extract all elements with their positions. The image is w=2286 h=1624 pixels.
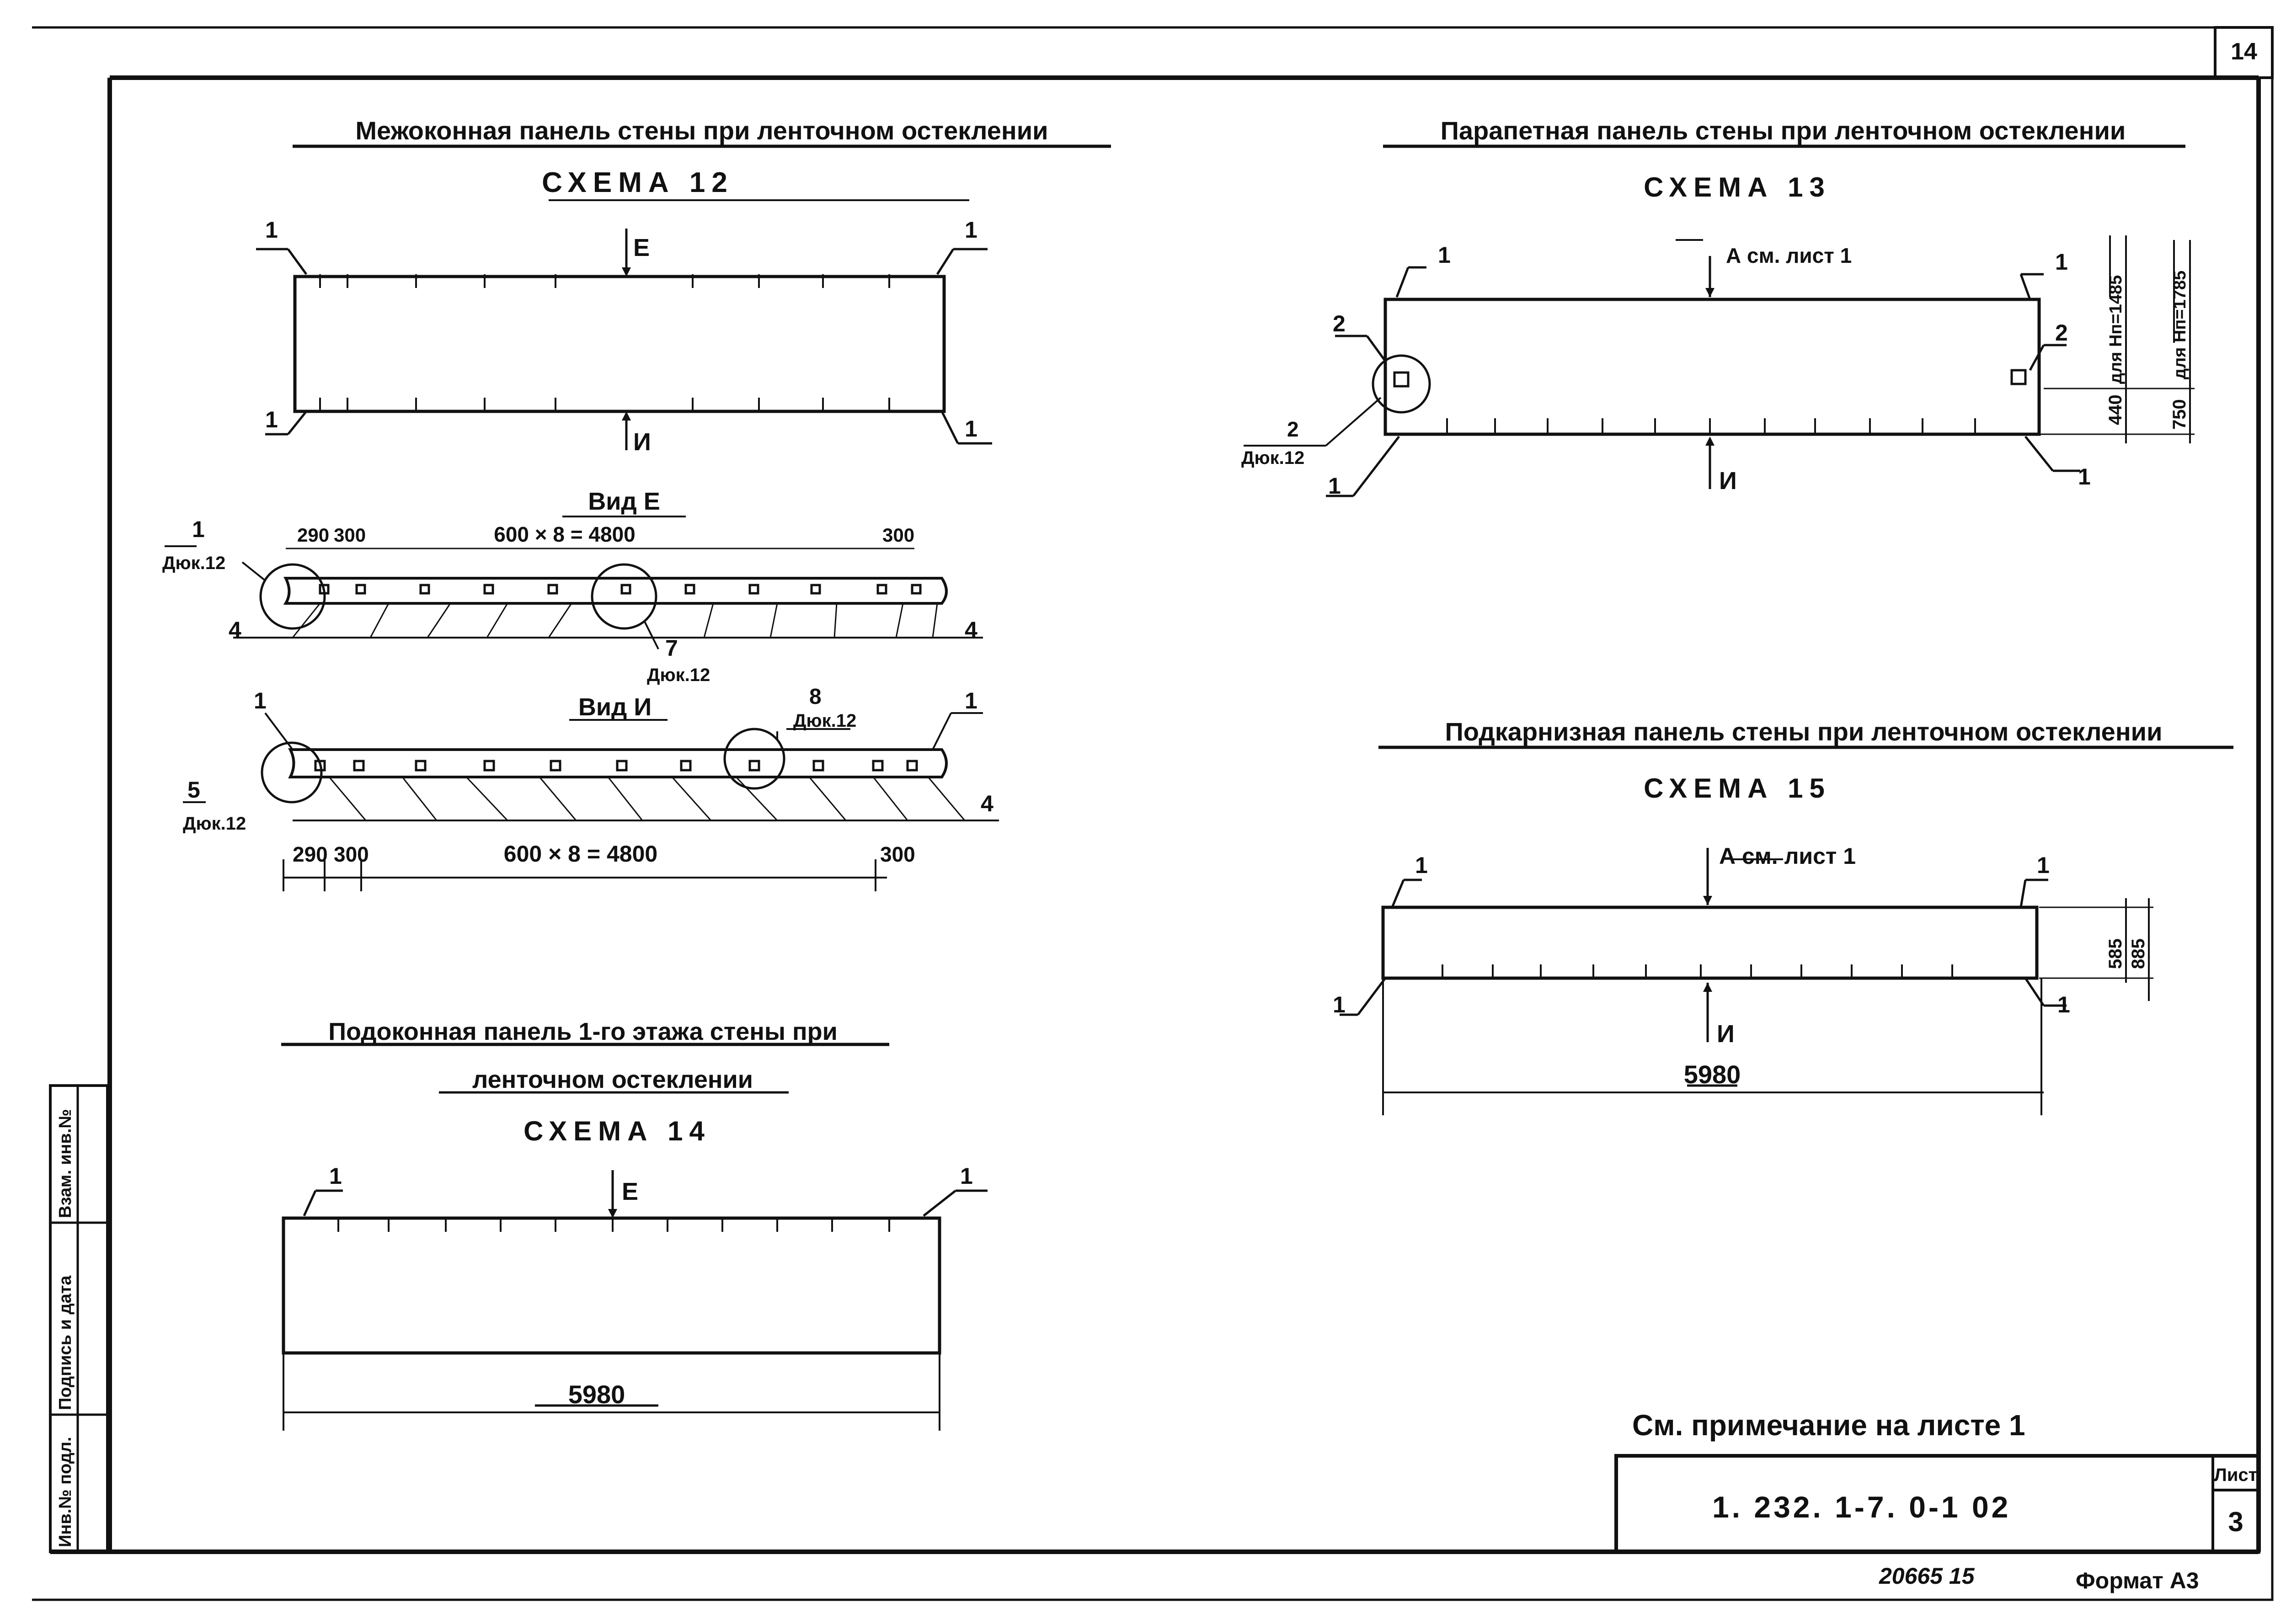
format-label: Формат А3 [2076, 1568, 2199, 1593]
viewI-callout-1r: 1 [965, 688, 977, 713]
viewE-callout-7-ref: Дюк.12 [647, 665, 710, 685]
schema15-dim: 5980 [1684, 1060, 1741, 1089]
schema13-callout-2-l: 2 [1333, 311, 1346, 336]
schema15-anchors [1703, 896, 1712, 992]
schema15-arrow-a: А см. лист 1 [1719, 843, 1856, 869]
doc-code: 1. 232. 1-7. 0-1 02 [1712, 1490, 2011, 1524]
stamp-col-2: Подпись и дата [56, 1275, 75, 1410]
viewI-callout-8: 8 [809, 685, 822, 709]
viewE-dim-main: 600 × 8 = 4800 [494, 522, 636, 546]
viewE-callout-1: 1 [192, 516, 205, 542]
schema13-dim-note-1485: для Нп=1485 [2106, 275, 2126, 384]
note-text: См. примечание на листе 1 [1632, 1409, 2025, 1442]
viewI-callout-1l: 1 [254, 688, 267, 713]
schema12-callout-tr: 1 [965, 217, 977, 243]
schema12-anchors [622, 267, 631, 421]
schema14-callout-l: 1 [329, 1163, 342, 1189]
viewI-dim-290: 290 [293, 842, 328, 866]
schema13-dim-note-1785: для Нп=1785 [2170, 271, 2190, 379]
viewE-title: Вид Е [588, 488, 660, 515]
list-label: Лист [2214, 1465, 2258, 1485]
schema15-title: Подкарнизная панель стены при ленточном … [1445, 717, 2162, 746]
viewI-callout-5: 5 [187, 777, 200, 803]
viewI-dim-main: 600 × 8 = 4800 [504, 841, 657, 867]
viewE-callout-1-ref: Дюк.12 [162, 553, 225, 573]
schema14-callout-r: 1 [960, 1163, 973, 1189]
viewI-callout-4: 4 [981, 791, 993, 816]
schema15-dim-885: 885 [2128, 938, 2148, 969]
archive-number: 20665 15 [1879, 1563, 1975, 1589]
schema12-arrow-e: Е [633, 234, 650, 261]
schema15-label: СХЕМА 15 [1644, 773, 1831, 804]
viewI-dim-300a: 300 [334, 842, 369, 866]
schema14-title-line1: Подоконная панель 1-го этажа стены при [328, 1018, 838, 1045]
schema13-arrow-i: И [1719, 467, 1737, 495]
stamp-col-1: Инв.№ подл. [56, 1437, 75, 1547]
viewE-dim-290: 290 [297, 524, 329, 546]
schema13-dim-750: 750 [2169, 399, 2190, 430]
schema12-title: Межоконная панель стены при ленточном ос… [355, 116, 1048, 145]
schema13-arrow-a: А см. лист 1 [1726, 244, 1852, 267]
viewE-callout-7: 7 [665, 635, 678, 661]
schema13-callout-1-tl: 1 [1438, 242, 1451, 268]
viewI-callout-5-ref: Дюк.12 [183, 814, 246, 834]
schema12-label: СХЕМА 12 [542, 167, 734, 198]
viewE-dim-300b: 300 [882, 524, 914, 546]
schema14-dim: 5980 [568, 1380, 625, 1409]
schema14-title-line2: ленточном остеклении [472, 1066, 753, 1093]
schema15-arrow-i: И [1717, 1020, 1735, 1048]
schema14-anchor [608, 1209, 617, 1218]
viewE-dim-300a: 300 [334, 524, 366, 546]
schema13-callout-1-bl: 1 [1328, 473, 1341, 499]
stamp-col-3: Взам. инв.№ [56, 1109, 75, 1218]
viewE-callout-4l: 4 [229, 617, 241, 643]
viewI-dim-300b: 300 [880, 842, 915, 866]
schema12-arrow-i: И [633, 428, 651, 456]
schema13-anchors [1705, 288, 1714, 446]
viewI-callout-8-ref: Дюк.12 [793, 711, 856, 731]
schema14-arrow-e: Е [622, 1178, 638, 1205]
schema12-callout-br: 1 [965, 416, 977, 442]
schema15-callout-bl: 1 [1333, 992, 1346, 1017]
schema12-callout-tl: 1 [265, 217, 278, 243]
schema13-callout-1-br: 1 [2078, 464, 2091, 490]
schema15-dim-585: 585 [2105, 938, 2126, 969]
schema14-label: СХЕМА 14 [523, 1116, 711, 1146]
viewI-title: Вид И [578, 693, 652, 721]
schema13-dim-440: 440 [2105, 394, 2126, 425]
list-number: 3 [2228, 1507, 2243, 1537]
schema15-callout-tr: 1 [2037, 852, 2050, 878]
schema12-callout-bl: 1 [265, 407, 278, 432]
schema13-title: Парапетная панель стены при ленточном ос… [1441, 116, 2126, 145]
schema13-label: СХЕМА 13 [1644, 172, 1831, 202]
schema13-callout-2-ref: Дюк.12 [1241, 448, 1304, 468]
schema13-callout-2-ref-num: 2 [1287, 417, 1299, 441]
sheet-corner-number: 14 [2231, 38, 2257, 65]
schema13-callout-2-r: 2 [2055, 320, 2068, 346]
schema13-callout-1-tr: 1 [2055, 249, 2068, 275]
schema15-callout-br: 1 [2057, 992, 2070, 1017]
viewE-callout-4r: 4 [965, 617, 977, 643]
schema15-callout-tl: 1 [1415, 852, 1428, 878]
